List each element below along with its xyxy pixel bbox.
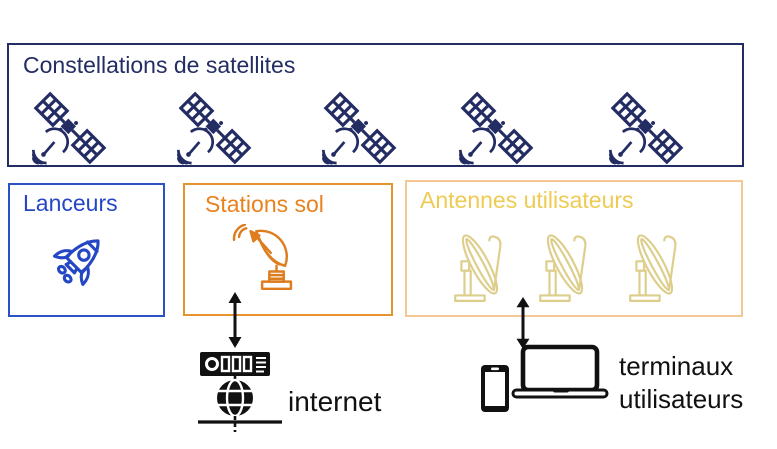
constellations-title: Constellations de satellites [23,52,296,78]
satellite-icon [176,89,254,167]
user-antenna-icon [449,226,511,306]
stations-sol-box: Stations sol [183,183,393,316]
smartphone-icon [481,365,509,412]
satellite-icon [321,89,399,167]
user-antenna-icon [534,226,596,306]
constellations-box: Constellations de satellites [7,43,744,167]
user-antenna-icon [624,226,686,306]
satellite-icon [608,89,686,167]
lanceurs-box: Lanceurs [8,183,165,317]
antennes-utilisateurs-title: Antennes utilisateurs [420,187,634,213]
satellite-icon [31,89,109,167]
server-icon [200,352,270,376]
internet-node [198,352,282,432]
rocket-icon [38,227,112,301]
stations-internet-double-arrow-icon [225,292,245,348]
internet-label: internet [288,386,382,417]
user-terminals-node [481,344,609,412]
antennes-utilisateurs-box: Antennes utilisateurs [405,180,743,317]
laptop-icon [511,344,609,399]
lanceurs-title: Lanceurs [23,190,118,216]
antennes-terminals-double-arrow-icon [513,297,533,349]
terminaux-utilisateurs-label: terminaux utilisateurs [619,351,744,414]
globe-icon [217,378,253,418]
stations-sol-title: Stations sol [205,191,324,217]
satellite-icon [458,89,536,167]
